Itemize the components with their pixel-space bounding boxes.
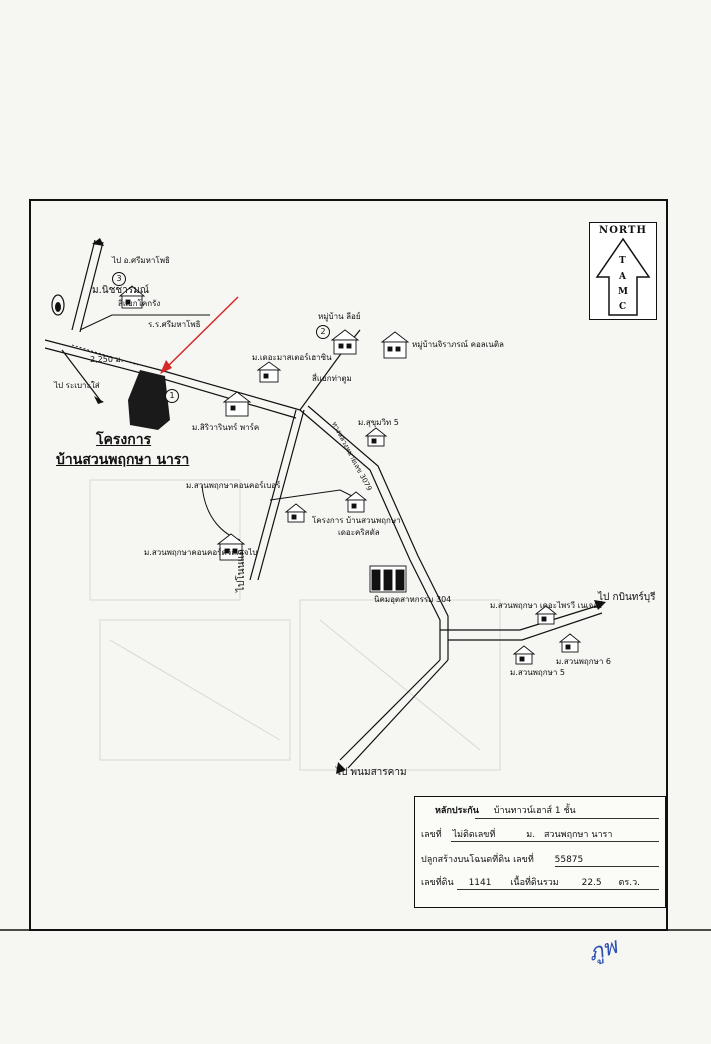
info-deed-value: 55875	[554, 855, 584, 865]
landmark-intersection-thatoom: สี่แยกท่าตูม	[312, 374, 352, 383]
arrow-east-icon	[594, 600, 606, 610]
north-letter: A	[619, 272, 626, 282]
info-deed-label: ปลูกสร้างบนโฉนดที่ดิน เลขที่	[421, 855, 534, 865]
info-area-unit: ตร.ว.	[618, 878, 640, 888]
landmark-suanpruksa-dupree: ม.สวนพฤกษา เดอะไพรวี เนเจอร์	[490, 601, 603, 610]
north-title: NORTH	[599, 225, 647, 236]
temple-icon	[51, 294, 65, 316]
landmark-crystal-sub: เดอะคริสตัล	[338, 528, 380, 537]
landmark-suanpruksa5: ม.สวนพฤกษา 5	[510, 668, 566, 677]
direction-label-kabinburi: ไป กบินทร์บุรี	[598, 592, 656, 603]
highway-3079	[299, 409, 441, 660]
direction-arrows	[92, 238, 606, 774]
main-road-west	[44, 339, 301, 411]
landmark-suanpruksa-concord: ม.สวนพฤกษาคอนคอร์เบอร์	[186, 481, 281, 490]
road-south-rabiang	[61, 349, 101, 401]
landmark-school: ร.ร.ศรีมหาโพธิ	[148, 320, 201, 329]
direction-label-phanom: ไป พนมสารคาม	[336, 767, 407, 778]
marker-3: 3	[112, 272, 126, 286]
info-no-value: ไม่ติดเลขที่	[452, 830, 496, 840]
info-type: บ้านทาวน์เฮาส์ 1 ชั้น	[493, 806, 576, 816]
info-deed-row: ปลูกสร้างบนโฉนดที่ดิน เลขที่ 55875	[421, 852, 659, 866]
house-icon	[118, 285, 146, 309]
info-no-row: เลขที่ ไม่ติดเลขที่ ม. สวนพฤกษา นารา	[421, 827, 659, 841]
info-village-value: สวนพฤกษา นารา	[543, 830, 613, 840]
info-heading-row: หลักประกัน บ้านทาวน์เฮาส์ 1 ชั้น	[421, 803, 659, 817]
north-letter: T	[619, 256, 626, 266]
project-title-line2: บ้านสวนพฤกษา นารา	[56, 452, 190, 468]
landmark-masters-home: ม.เดอะมาสเตอร์เฮาซิน	[252, 353, 332, 362]
marker-1: 1	[165, 389, 179, 403]
arrow-north-icon	[92, 238, 104, 246]
house-icons	[118, 285, 582, 665]
house-icon	[534, 605, 558, 625]
road-south-phanom	[339, 659, 441, 761]
info-land-label: เลขที่ดิน	[421, 878, 454, 888]
north-letter: C	[619, 302, 627, 312]
house-icon	[284, 503, 308, 523]
background-faint-grid	[89, 479, 501, 771]
project-title-line1: โครงการ	[96, 432, 152, 448]
house-icon	[256, 361, 282, 383]
factory-icon	[369, 565, 407, 593]
info-no-label: เลขที่	[421, 830, 442, 840]
arrow-southwest-icon	[94, 396, 104, 404]
house-icon	[344, 491, 368, 513]
collateral-info-box: หลักประกัน บ้านทาวน์เฮาส์ 1 ชั้น เลขที่ …	[414, 796, 666, 908]
direction-label-rabiang: ไป ระเบาะใส่	[54, 381, 100, 390]
project-parcel	[128, 370, 170, 430]
landmark-lee-village: หมู่บ้าน ลีอย์	[318, 312, 361, 321]
branch-crystal	[269, 489, 361, 501]
north-arrow-icon	[595, 237, 651, 316]
north-letter: M	[618, 287, 628, 297]
house-icon	[364, 427, 388, 447]
red-arrow-icon	[160, 360, 172, 374]
road-southwest	[249, 409, 297, 581]
house-icon	[216, 533, 246, 561]
red-pointer-line	[163, 296, 239, 371]
branch-ville	[201, 484, 241, 541]
marker-2: 2	[316, 325, 330, 339]
landmark-suanpruksa-ville: ม.สวนพฤกษาคอนคอร์ดวิลเลจไบ	[144, 548, 258, 557]
landmark-project-crystal: โครงการ บ้านสวนพฤกษา	[312, 516, 401, 525]
house-icon	[330, 329, 360, 355]
arrow-south-icon	[336, 762, 346, 774]
landmark-sukhumvit: ม.สุขุมวิท 5	[358, 418, 399, 427]
landmark-sriwarin: ม.สิริวารินทร์ พาร์ค	[192, 423, 260, 432]
school-road	[79, 314, 210, 331]
landmark-intersection-kokrat: สี่แยกโคกรัง	[118, 299, 161, 308]
landmark-pornthip: หมู่บ้านจิราภรณ์ คอลเนติล	[412, 340, 504, 349]
north-indicator: NORTH T A M C	[589, 222, 657, 320]
distance-line	[71, 344, 139, 366]
info-heading: หลักประกัน	[435, 806, 479, 816]
direction-label-sriphothi: ไป อ.ศรีมหาโพธิ	[112, 256, 170, 265]
house-icon	[380, 331, 410, 359]
distance-label: 2,250 ม.	[90, 355, 124, 364]
info-village-label: ม.	[526, 830, 536, 840]
landmark-suanpruksa6: ม.สวนพฤกษา 6	[556, 657, 612, 666]
info-area-label: เนื้อที่ดินรวม	[510, 878, 559, 888]
house-icon	[222, 391, 252, 417]
info-land-value: 1141	[468, 878, 492, 888]
house-icon	[558, 633, 582, 653]
road-east-kabinburi	[440, 604, 601, 631]
landmark-nitcharam: ม.นิชชารมณ์	[92, 285, 150, 296]
road-north-sriphothi	[71, 239, 96, 331]
landmark-industrial: นิคมอุตสาหกรรม 304	[374, 595, 452, 604]
house-icon	[512, 645, 536, 665]
info-land-row: เลขที่ดิน 1141 เนื้อที่ดินรวม 22.5 ตร.ว.	[421, 875, 659, 889]
info-area-value: 22.5	[581, 878, 602, 888]
